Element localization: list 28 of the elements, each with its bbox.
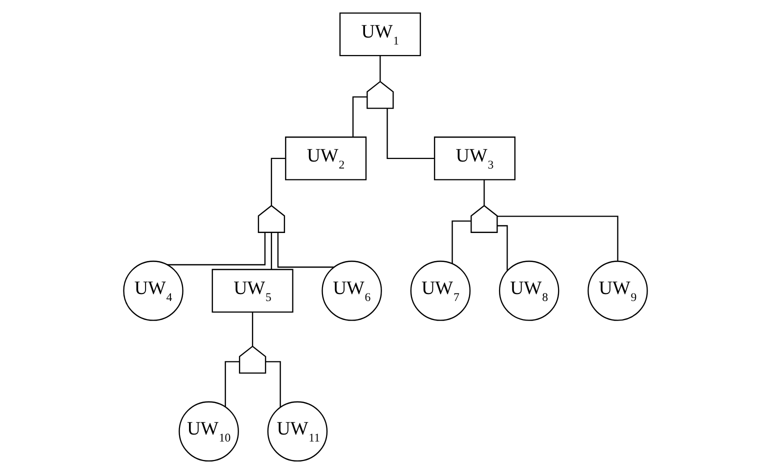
node-circle: UW$_{8}$ (498, 260, 560, 321)
node-gate (258, 204, 286, 233)
connector (266, 361, 281, 408)
node-circle: UW$_{11}$ (267, 401, 328, 462)
connector (386, 108, 434, 159)
connector (352, 96, 367, 137)
node-gate (470, 204, 498, 233)
node-circle: UW$_{6}$ (322, 260, 382, 321)
node-box: UW$_{3}$ (434, 136, 516, 180)
connector (277, 232, 334, 268)
node-circle: UW$_{10}$ (178, 401, 239, 462)
connector (484, 180, 485, 206)
connector (497, 216, 618, 261)
node-circle: UW$_{9}$ (588, 260, 648, 321)
node-box: UW$_{5}$ (212, 268, 294, 313)
connector (452, 220, 471, 264)
node-gate (238, 346, 266, 374)
connector (252, 312, 254, 346)
connector (380, 56, 381, 82)
node-box: UW$_{1}$ (339, 12, 421, 56)
connector (167, 232, 266, 266)
connector (497, 225, 508, 271)
node-circle: UW$_{4}$ (123, 260, 184, 321)
node-box: UW$_{2}$ (285, 136, 367, 180)
connector (224, 361, 240, 407)
connector (270, 232, 272, 270)
node-circle: UW$_{7}$ (410, 260, 471, 321)
node-gate (366, 80, 394, 109)
